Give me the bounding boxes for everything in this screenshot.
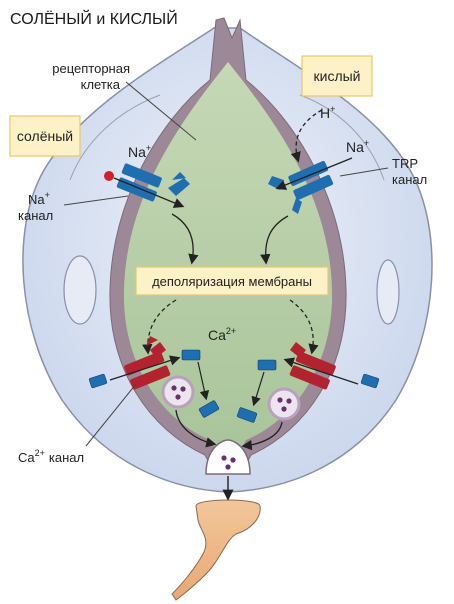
ca-ion-inside — [198, 400, 220, 418]
inner-boundary-left — [69, 94, 161, 181]
exocytosis-arrow-right — [241, 421, 283, 451]
ca-channel-label: Ca2+канал — [18, 448, 84, 465]
h-ion-label: H+ — [320, 104, 335, 121]
receptor-cell-label-line2: клетка — [81, 77, 121, 92]
ca-channel-left — [124, 336, 171, 390]
na-channel-label-line1: Na+ — [28, 190, 50, 207]
ca-activation-arrow-right — [289, 299, 319, 355]
trp-na-ion-label: Na+ — [346, 138, 369, 155]
synaptic-cleft — [205, 439, 251, 475]
ca-ion-inside — [181, 349, 201, 361]
inner-boundary-right — [299, 94, 385, 181]
trp-influx-arrow — [275, 157, 353, 190]
right-neighbor-cell — [376, 259, 400, 325]
sour-label: кислый — [314, 68, 361, 84]
depolarization-box — [135, 266, 329, 296]
na-channel-label-line2: канал — [18, 208, 53, 223]
depolarization-label: деполяризация мембраны — [152, 274, 312, 289]
exocytosis-arrow-left — [175, 409, 217, 448]
na-channel-pointer — [63, 195, 129, 206]
na-ion-label: Na+ — [128, 143, 151, 160]
ca-ion-inside — [236, 407, 258, 423]
trp-label-line1: TRP — [392, 156, 418, 171]
synaptic-vesicle-right — [267, 387, 301, 421]
ca-ion-left-outside — [88, 373, 108, 389]
h-ion-entry-arrow — [290, 109, 323, 163]
salty-label: солёный — [17, 128, 73, 144]
ca-activation-arrow-left — [142, 299, 177, 355]
depol-arrow-left — [171, 213, 199, 265]
ca-influx-arrow-right — [283, 357, 359, 385]
diagram-title: СОЛЁНЫЙ и КИСЛЫЙ — [10, 9, 178, 28]
afferent-nerve-terminal — [171, 499, 261, 601]
ca-influx-arrow-left — [109, 355, 181, 381]
ca-channel-pointer — [85, 383, 137, 447]
trp-channel-pointer — [339, 167, 389, 177]
salty-box — [9, 115, 81, 157]
na-influx-arrow — [113, 177, 185, 208]
released-vesicle-dot — [230, 457, 236, 463]
left-neighbor-cell — [63, 255, 97, 325]
ca-to-vesicle-arrow — [197, 361, 210, 401]
ca-channel-right — [289, 342, 336, 390]
released-vesicle-dot — [225, 464, 231, 470]
receptor-cell-label-line1: рецепторная — [52, 61, 130, 76]
trp-label-line2: канал — [392, 172, 427, 187]
sour-box — [301, 55, 373, 97]
receptor-cell-pointer — [125, 81, 197, 141]
ca-ion-label: Ca2+ — [208, 326, 236, 343]
ca-to-vesicle-arrow — [251, 371, 265, 407]
synaptic-vesicle-left — [161, 375, 195, 409]
ca-ion-right-outside — [360, 373, 380, 389]
depol-arrow-right — [260, 215, 289, 265]
released-vesicle-dot — [221, 455, 227, 461]
na-ion-dot — [104, 171, 114, 181]
ca-ion-inside — [257, 359, 277, 371]
